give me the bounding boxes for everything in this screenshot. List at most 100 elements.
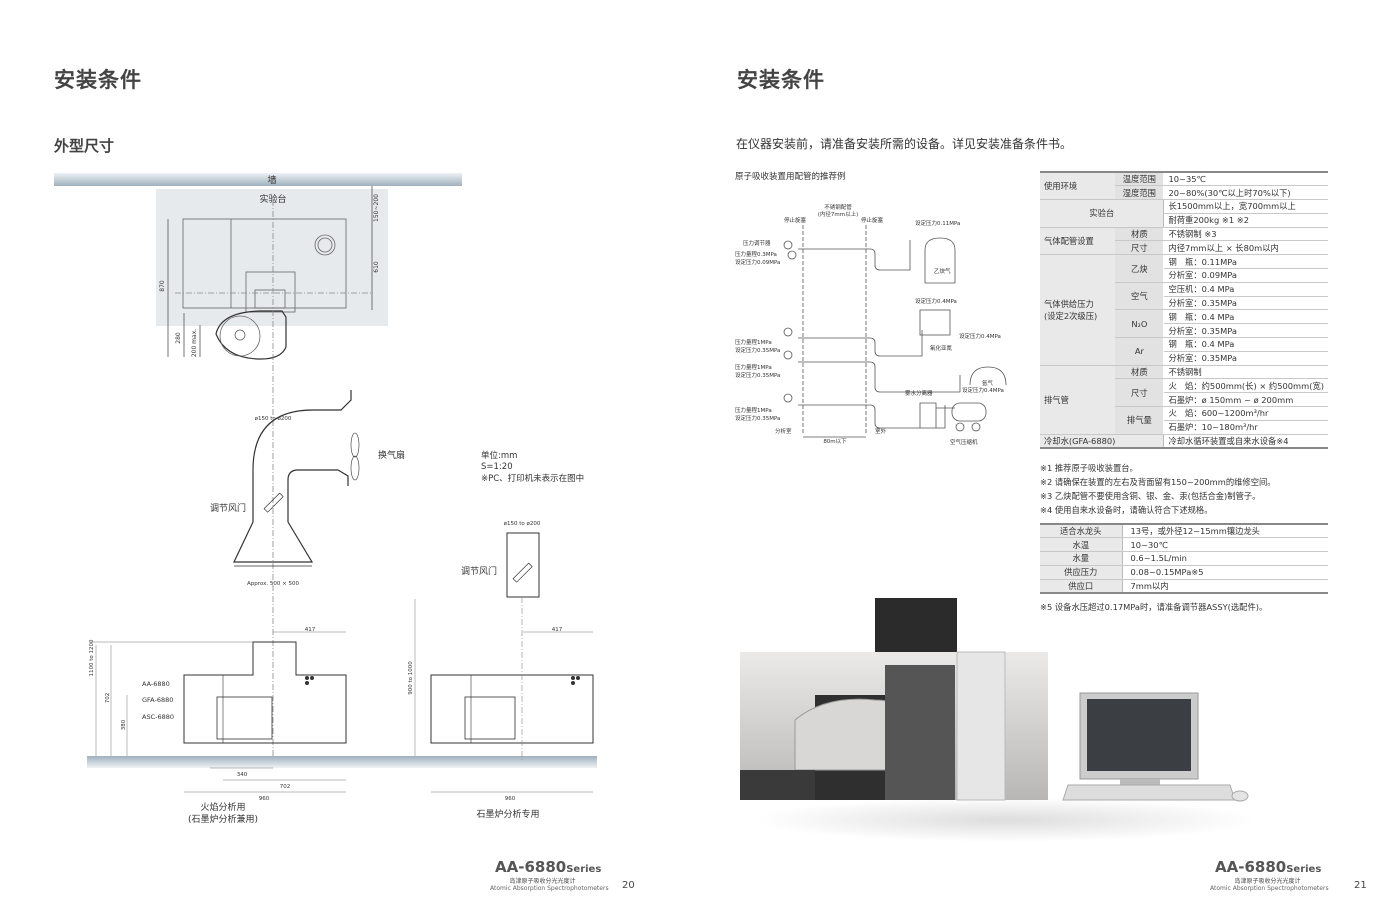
dim-height-flame: 1100 to 1200 xyxy=(89,639,95,677)
brand-en: Atomic Absorption Spectrophotometers xyxy=(1210,885,1329,892)
caption-flame-sub: (石墨炉分析兼用) xyxy=(188,813,258,825)
left-page-title: 安装条件 xyxy=(54,68,142,92)
dimension-drawing: 墙 实验台 150~200 610 870 280 200 max. ø150 … xyxy=(54,173,597,825)
label-gfa-6880: GFA-6880 xyxy=(142,696,173,704)
brand-en: Atomic Absorption Spectrophotometers xyxy=(490,885,609,892)
air-key: 空气 xyxy=(1115,282,1165,311)
top-view: 墙 实验台 150~200 610 870 280 200 max. xyxy=(54,173,462,760)
water-key: 供应压力 xyxy=(1040,565,1122,580)
row-cooling: 冷却水(GFA-6880) xyxy=(1040,434,1164,449)
dim-380-height: 380 xyxy=(121,719,127,730)
dim-702-width: 702 xyxy=(280,784,291,790)
front-view-furnace xyxy=(414,597,594,793)
bench-label: 实验台 xyxy=(259,193,286,205)
water-key: 适合水龙头 xyxy=(1040,523,1122,539)
ar-key: Ar xyxy=(1115,337,1165,366)
set-0.4-air-label: 设定压力0.4MPa xyxy=(962,386,1004,394)
scale-note: S=1:20 xyxy=(481,462,513,472)
water-value: 7mm以内 xyxy=(1121,579,1328,594)
brand-series: Series xyxy=(1286,864,1322,875)
argon-label: 氩气 xyxy=(982,379,994,387)
ex-mat-value: 不锈钢制 xyxy=(1163,365,1328,380)
outdoor-label: 室外 xyxy=(875,427,887,435)
hood-duct-dim: ø150 to ø200 xyxy=(255,416,292,422)
row-exhaust: 排气管 xyxy=(1040,365,1116,435)
bench-area xyxy=(156,189,388,326)
caption-furnace: 石墨炉分析专用 xyxy=(476,808,539,820)
remark-note: ※PC、打印机未表示在图中 xyxy=(481,473,584,484)
brand-cn: 岛津原子吸收分光光度计 xyxy=(509,878,576,885)
right-page-title: 安装条件 xyxy=(737,68,825,92)
note-2: ※2 请确保在装置的左右及背面留有150~200mm的维修空间。 xyxy=(1040,477,1276,487)
ex-mat-key: 材质 xyxy=(1115,365,1165,380)
instrument-lid xyxy=(875,598,957,658)
n2o-value-2: 分析室：0.35MPa xyxy=(1163,323,1328,339)
dim-340: 340 xyxy=(237,772,248,778)
pipe-label: 不锈钢配管 xyxy=(824,203,852,211)
brand-name: AA-6880 xyxy=(1215,858,1287,876)
page-number: 20 xyxy=(622,880,635,891)
label-asc-6880: ASC-6880 xyxy=(142,713,174,721)
note-5-text: ※5 设备水压超过0.17MPa时，请准备调节器ASSY(选配件)。 xyxy=(1040,602,1268,612)
compressor-label: 空气压缩机 xyxy=(950,438,978,446)
floor xyxy=(87,756,597,768)
exhaust-hood xyxy=(233,390,540,598)
set-0.09-label: 设定压力0.09MPa xyxy=(735,258,780,266)
bench-value-1: 长1500mm以上，宽700mm以上 xyxy=(1163,199,1328,214)
range-0.3-label: 压力量程0.3MPa xyxy=(735,250,777,258)
hum-key: 湿度范围 xyxy=(1115,185,1165,201)
lab-label: 分析室 xyxy=(775,427,792,435)
row-gas-pipe: 气体配管设置 xyxy=(1040,227,1116,256)
acetylene-label: 乙炔气 xyxy=(934,267,951,275)
set-0.35-label: 设定压力0.35MPa xyxy=(735,346,780,354)
page-number: 21 xyxy=(1354,880,1367,891)
n2o-value-1: 钢 瓶：0.4 MPa xyxy=(1163,309,1328,325)
row-supply: 气体供给压力(设定2次级压) xyxy=(1040,254,1116,366)
ar-value-2: 分析室：0.35MPa xyxy=(1163,351,1328,366)
set-0.11-label: 设定压力0.11MPa xyxy=(915,219,960,227)
n2o-key: N₂O xyxy=(1115,309,1165,339)
fan-label: 换气扇 xyxy=(378,449,405,461)
supply-sublabel: (设定2次级压) xyxy=(1044,310,1098,321)
regulator-label: 压力调节器 xyxy=(743,239,771,247)
size-key: 尺寸 xyxy=(1115,240,1165,256)
wall-label: 墙 xyxy=(267,174,276,186)
left-footer: AA-6880Series 岛津原子吸收分光光度计 Atomic Absorpt… xyxy=(490,858,640,892)
set-0.4-n2o-label: 设定压力0.4MPa xyxy=(915,297,957,305)
stopcock-right-label: 停止旋塞 xyxy=(861,216,884,224)
acetylene-key: 乙炔 xyxy=(1115,254,1165,283)
separator-label: 雾水分离器 xyxy=(905,389,933,397)
pipe-dim-label: (内径7mm以上) xyxy=(818,210,859,218)
wall xyxy=(54,173,462,186)
duct2-dim: ø150 to ø200 xyxy=(504,521,541,527)
acetylene-value-2: 分析室：0.09MPa xyxy=(1163,268,1328,283)
ex-size-value-2: 石墨炉：ø 150mm ~ ø 200mm xyxy=(1163,392,1328,408)
intro-text: 在仪器安装前，请准备安装所需的设备。详见安装准备条件书。 xyxy=(736,137,1073,151)
water-value: 13号，或外径12~15mm镶边龙头 xyxy=(1121,523,1328,539)
right-footer: AA-6880Series 岛津原子吸收分光光度计 Atomic Absorpt… xyxy=(1210,858,1370,892)
water-key: 水温 xyxy=(1040,537,1122,553)
damper-label: 调节风门 xyxy=(210,502,246,514)
brand-name: AA-6880 xyxy=(495,858,567,876)
dim-height-furnace: 900 to 1000 xyxy=(408,661,414,695)
dim-front: 280 xyxy=(175,332,182,344)
hum-value: 20~80%(30℃以上时70%以下) xyxy=(1163,185,1328,201)
acetylene-value-1: 钢 瓶：0.11MPa xyxy=(1163,254,1328,270)
ex-flow-value-1: 火 焰：600~1200m³/hr xyxy=(1163,406,1328,421)
piping-title: 原子吸收装置用配管的推荐例 xyxy=(735,171,846,182)
row-env: 使用环境 xyxy=(1040,171,1116,201)
distance-label: 80m以下 xyxy=(823,438,847,445)
brand-cn: 岛津原子吸收分光光度计 xyxy=(1234,878,1301,885)
note-4: ※4 使用自来水设备时，请确认符合下述规格。 xyxy=(1040,505,1213,515)
set-0.35-label: 设定压力0.35MPa xyxy=(735,371,780,379)
damper2-label: 调节风门 xyxy=(461,565,497,577)
water-value: 10~30℃ xyxy=(1121,537,1328,553)
ex-flow-key: 排气量 xyxy=(1115,406,1165,435)
ex-flow-value-2: 石墨炉：10~180m³/hr xyxy=(1163,420,1328,435)
note-5: ※5 设备水压超过0.17MPa时，请准备调节器ASSY(选配件)。 xyxy=(1040,600,1267,614)
dim-702-height: 702 xyxy=(105,693,111,704)
dim-960-furnace: 960 xyxy=(505,796,516,802)
monitor-screen xyxy=(1087,699,1191,771)
